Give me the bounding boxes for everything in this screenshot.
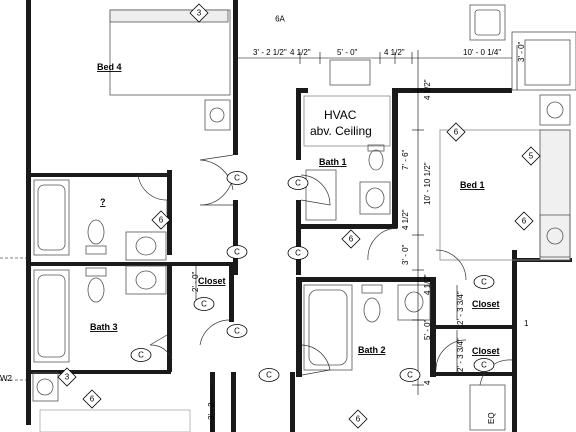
door-tag-c: C [266, 371, 272, 380]
dim-4-5in-b: 4 1/2" [384, 48, 405, 57]
dim-4-5in-v-a: 4 1/2" [423, 79, 432, 100]
dim-5ft: 5' - 0" [337, 48, 358, 57]
dim-5ft-0: 5' - 0" [423, 319, 432, 340]
dim-3ft-0: 3' - 0" [401, 244, 410, 265]
door-tag-c: C [138, 351, 144, 360]
door-tag-c: C [481, 361, 487, 370]
door-tags [130, 171, 495, 382]
hvac-label-line-2: abv. Ceiling [310, 124, 372, 138]
room-label-bed-4: Bed 4 [97, 62, 122, 72]
dim-2ft-0: 2' - 0" [191, 271, 200, 292]
equipment-tag-eq: EQ [487, 412, 496, 424]
door-tag-c: C [234, 327, 240, 336]
keynote-3-top: 3 [197, 9, 202, 18]
keynote-6a: 6A [275, 15, 285, 24]
dim-4-5in-v-b: 4 1/2" [401, 209, 410, 230]
door-tag-c: C [234, 174, 240, 183]
dim-4-5in-v-c: 4 1/2" [423, 274, 432, 295]
dim-7ft-6in: 7' - 6" [401, 149, 410, 170]
dim-10ft-quarter: 10' - 0 1/4" [463, 48, 501, 57]
keynote-6-b: 6 [349, 235, 354, 244]
keynote-3-bottom: 3 [65, 373, 70, 382]
dim-2ft-3-75in-a: 2' - 3 3/4" [456, 291, 465, 325]
room-label-closet-lower-right: Closet [472, 346, 500, 356]
room-label-closet-left: Closet [198, 276, 226, 286]
keynote-6-d: 6 [522, 217, 527, 226]
window-tag-w2: W2 [0, 374, 13, 383]
door-tag-c: C [234, 248, 240, 257]
room-label-unknown: ? [100, 197, 106, 207]
dim-3ft-2: 3' - 2 [207, 402, 216, 420]
dimension-lines [0, 45, 518, 432]
room-label-closet-upper-right: Closet [472, 299, 500, 309]
dim-2ft-3-75in-b: 2' - 3 3/4" [456, 338, 465, 372]
door-tag-c: C [295, 179, 301, 188]
keynote-6-c: 6 [454, 128, 459, 137]
room-label-bed-1: Bed 1 [460, 180, 485, 190]
door-tag-c: C [407, 371, 413, 380]
keynote-6-e: 6 [90, 395, 95, 404]
marker-1: 1 [524, 319, 529, 328]
room-label-bath-1: Bath 1 [319, 157, 347, 167]
keynote-6-f: 6 [356, 415, 361, 424]
door-tag-c: C [295, 249, 301, 258]
keynote-tags [57, 3, 541, 429]
dim-3ft-right: 3' - 0" [517, 41, 526, 62]
room-label-bath-2: Bath 2 [358, 345, 386, 355]
hvac-label-line-1: HVAC [324, 108, 357, 122]
dim-10ft-10-5in: 10' - 10 1/2" [423, 162, 432, 205]
keynote-6-a: 6 [159, 216, 164, 225]
keynote-5: 5 [529, 152, 534, 161]
dim-3ft-2-5in: 3' - 2 1/2" [253, 48, 287, 57]
door-tag-c: C [201, 300, 207, 309]
dim-4-5in-a: 4 1/2" [290, 48, 311, 57]
dim-4: 4 [423, 380, 432, 385]
room-label-bath-3: Bath 3 [90, 322, 118, 332]
door-tag-c: C [481, 278, 487, 287]
